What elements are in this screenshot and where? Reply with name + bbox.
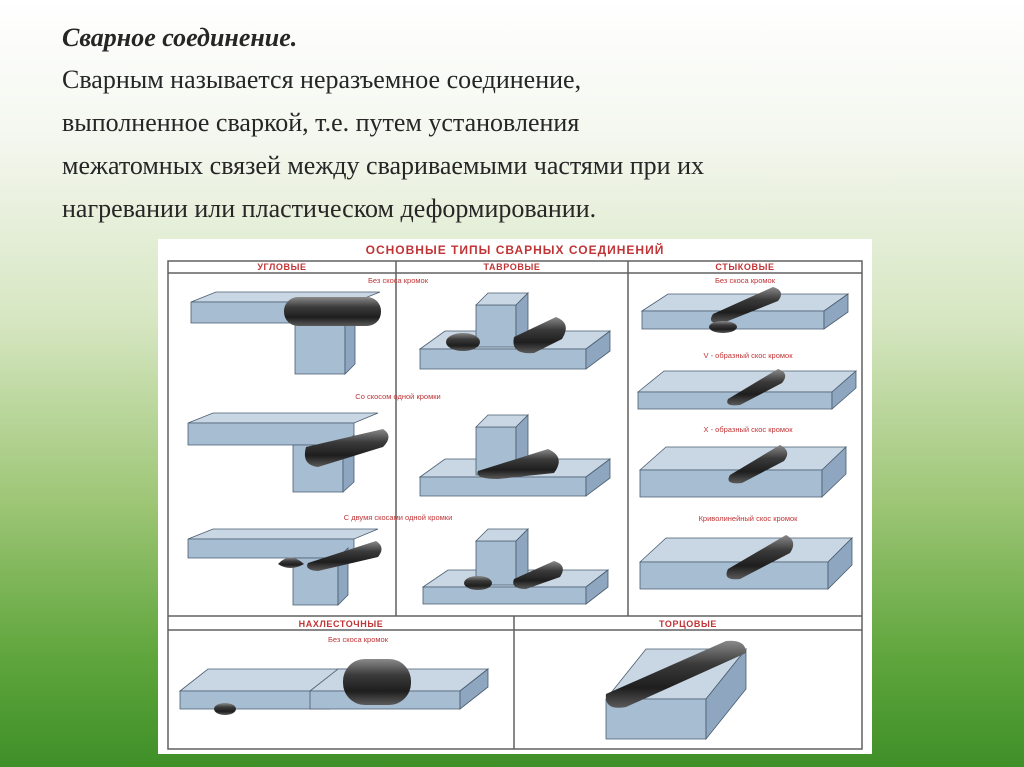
- weld-bead-tee-3a: [464, 576, 492, 590]
- butt-joint-no-bevel: [642, 287, 848, 333]
- corner-joint-3: [188, 529, 382, 605]
- butt-joint-v-bevel: [638, 369, 856, 409]
- paragraph-line-4: нагревании или пластическом деформирован…: [62, 187, 982, 230]
- corner-joint-1: [191, 292, 381, 374]
- weld-bead-tee-1a: [446, 333, 480, 351]
- weld-bead-lap-a: [214, 703, 236, 715]
- weld-bead-lap-b: [343, 659, 411, 705]
- figure-title: ОСНОВНЫЕ ТИПЫ СВАРНЫХ СОЕДИНЕНИЙ: [366, 242, 665, 257]
- tee-joint-2: [420, 415, 610, 496]
- header-butt: СТЫКОВЫЕ: [715, 262, 774, 272]
- header-lap: НАХЛЕСТОЧНЫЕ: [299, 619, 384, 629]
- corner-joint-2: [188, 413, 389, 492]
- caption-two-bevels-one-edge: С двумя скосами одной кромки: [344, 513, 453, 522]
- caption-no-bevel: Без скоса кромок: [368, 276, 429, 285]
- edge-joint: [606, 641, 746, 739]
- caption-lap-no-bevel: Без скоса кромок: [328, 635, 389, 644]
- header-corner: УГЛОВЫЕ: [257, 262, 306, 272]
- weld-types-diagram: ОСНОВНЫЕ ТИПЫ СВАРНЫХ СОЕДИНЕНИЙ УГЛОВЫЕ…: [158, 239, 872, 754]
- weld-types-figure: ОСНОВНЫЕ ТИПЫ СВАРНЫХ СОЕДИНЕНИЙ УГЛОВЫЕ…: [158, 239, 872, 754]
- slide-title: Сварное соединение.: [62, 18, 982, 58]
- caption-curved-bevel: Криволинейный скос кромок: [699, 514, 799, 523]
- lap-joint: [180, 659, 488, 715]
- caption-v-bevel: V - образный скос кромок: [704, 351, 794, 360]
- weld-bead-corner-1: [284, 297, 381, 326]
- header-tee: ТАВРОВЫЕ: [484, 262, 541, 272]
- tee-joint-3: [423, 529, 608, 604]
- caption-butt-no-bevel: Без скоса кромок: [715, 276, 776, 285]
- header-edge: ТОРЦОВЫЕ: [659, 619, 717, 629]
- caption-one-edge-bevel: Со скосом одной кромки: [355, 392, 440, 401]
- caption-x-bevel: X - образный скос кромок: [704, 425, 794, 434]
- paragraph-line-3: межатомных связей между свариваемыми час…: [62, 144, 982, 187]
- paragraph-line-2: выполненное сваркой, т.е. путем установл…: [62, 101, 982, 144]
- butt-joint-x-bevel: [640, 445, 846, 497]
- butt-joint-curved-bevel: [640, 535, 852, 589]
- tee-joint-1: [420, 293, 610, 369]
- slide-text: Сварное соединение. Сварным называется н…: [62, 18, 982, 230]
- paragraph-line-1: Сварным называется неразъемное соединени…: [62, 58, 982, 101]
